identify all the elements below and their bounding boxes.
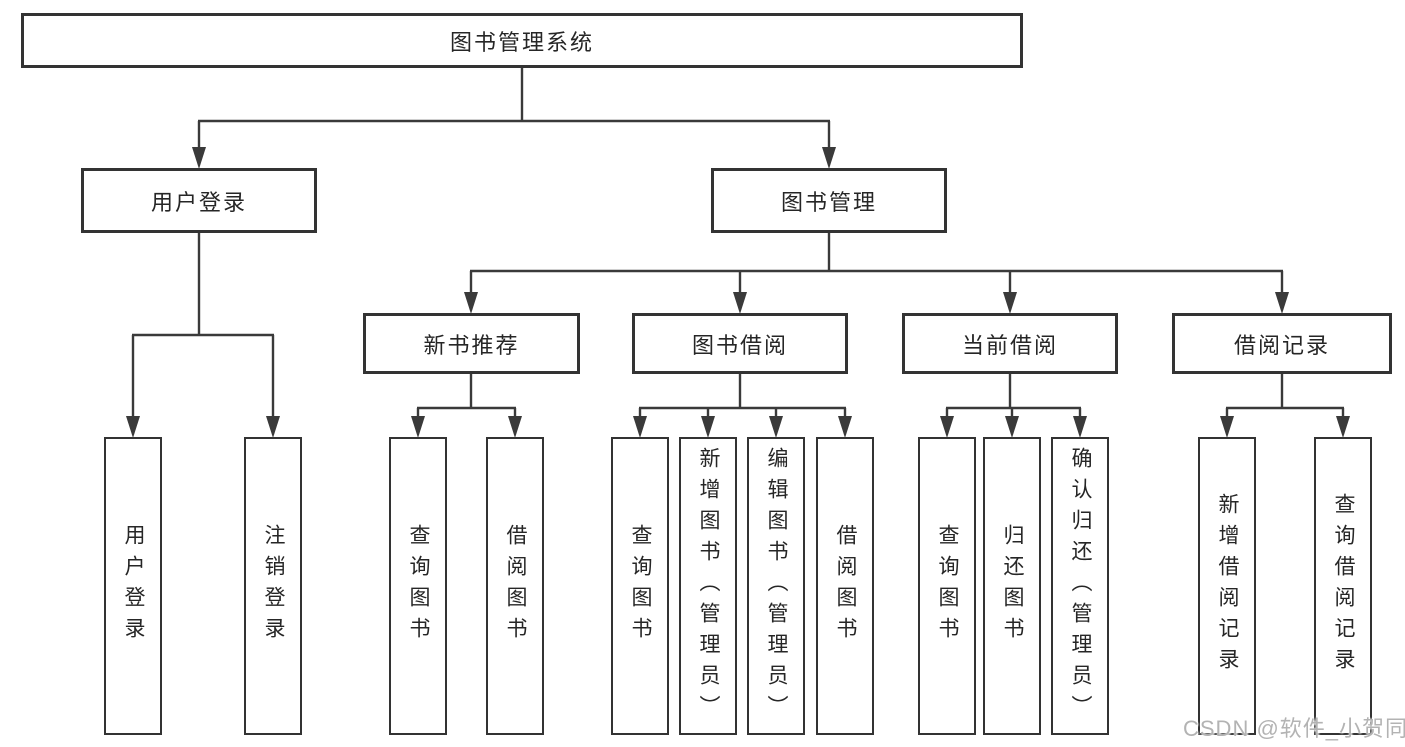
node-leaf-logout-label: 注销登录: [262, 524, 286, 648]
node-leaf-query-books-current: 查询图书: [918, 437, 976, 735]
node-leaf-add-book-admin-label: 新增图书（管理员）: [697, 446, 721, 726]
connector-current-borrow-to-leaves: [940, 374, 1087, 438]
node-leaf-query-books-current-label: 查询图书: [936, 524, 960, 648]
node-user-login: 用户登录: [81, 168, 317, 233]
node-root-label: 图书管理系统: [449, 29, 594, 55]
node-leaf-borrow-book-recommend-label: 借阅图书: [504, 524, 528, 648]
node-leaf-add-book-admin: 新增图书（管理员）: [679, 437, 737, 735]
node-leaf-edit-book-admin-label: 编辑图书（管理员）: [765, 446, 789, 726]
node-leaf-return-book: 归还图书: [983, 437, 1041, 735]
connector-borrow-record-to-leaves: [1220, 374, 1350, 438]
node-leaf-query-borrow-record-label: 查询借阅记录: [1332, 493, 1356, 679]
connector-book-management-to-level3: [464, 233, 1289, 314]
node-leaf-query-books-borrow: 查询图书: [611, 437, 669, 735]
node-leaf-query-books-recommend: 查询图书: [389, 437, 447, 735]
node-leaf-query-books-recommend-label: 查询图书: [407, 524, 431, 648]
node-book-borrow: 图书借阅: [632, 313, 848, 374]
node-leaf-confirm-return-admin-label: 确认归还（管理员）: [1069, 446, 1093, 726]
node-leaf-add-borrow-record-label: 新增借阅记录: [1216, 493, 1240, 679]
node-current-borrow-label: 当前借阅: [961, 332, 1058, 358]
node-leaf-borrow-book-label: 借阅图书: [834, 524, 858, 648]
node-new-book-recommend-label: 新书推荐: [423, 332, 520, 358]
node-borrow-record: 借阅记录: [1172, 313, 1392, 374]
node-current-borrow: 当前借阅: [902, 313, 1118, 374]
node-leaf-user-login: 用户登录: [104, 437, 162, 735]
node-book-management: 图书管理: [711, 168, 947, 233]
node-book-management-label: 图书管理: [780, 189, 877, 215]
node-leaf-return-book-label: 归还图书: [1001, 524, 1025, 648]
node-user-login-label: 用户登录: [150, 189, 247, 215]
node-leaf-edit-book-admin: 编辑图书（管理员）: [747, 437, 805, 735]
node-leaf-user-login-label: 用户登录: [122, 524, 146, 648]
node-new-book-recommend: 新书推荐: [363, 313, 580, 374]
node-book-borrow-label: 图书借阅: [691, 332, 788, 358]
node-leaf-borrow-book-recommend: 借阅图书: [486, 437, 544, 735]
connector-user-login-to-leaves: [126, 233, 280, 438]
node-leaf-borrow-book: 借阅图书: [816, 437, 874, 735]
node-leaf-add-borrow-record: 新增借阅记录: [1198, 437, 1256, 735]
connector-new-book-recommend-to-leaves: [411, 374, 522, 438]
node-leaf-logout: 注销登录: [244, 437, 302, 735]
connector-book-borrow-to-leaves: [633, 374, 852, 438]
connector-root-to-level2: [192, 68, 836, 169]
node-leaf-query-books-borrow-label: 查询图书: [629, 524, 653, 648]
csdn-watermark: CSDN @软件_小贺同学: [1183, 716, 1405, 741]
node-borrow-record-label: 借阅记录: [1233, 332, 1330, 358]
node-root-system: 图书管理系统: [21, 13, 1023, 68]
node-leaf-confirm-return-admin: 确认归还（管理员）: [1051, 437, 1109, 735]
node-leaf-query-borrow-record: 查询借阅记录: [1314, 437, 1372, 735]
